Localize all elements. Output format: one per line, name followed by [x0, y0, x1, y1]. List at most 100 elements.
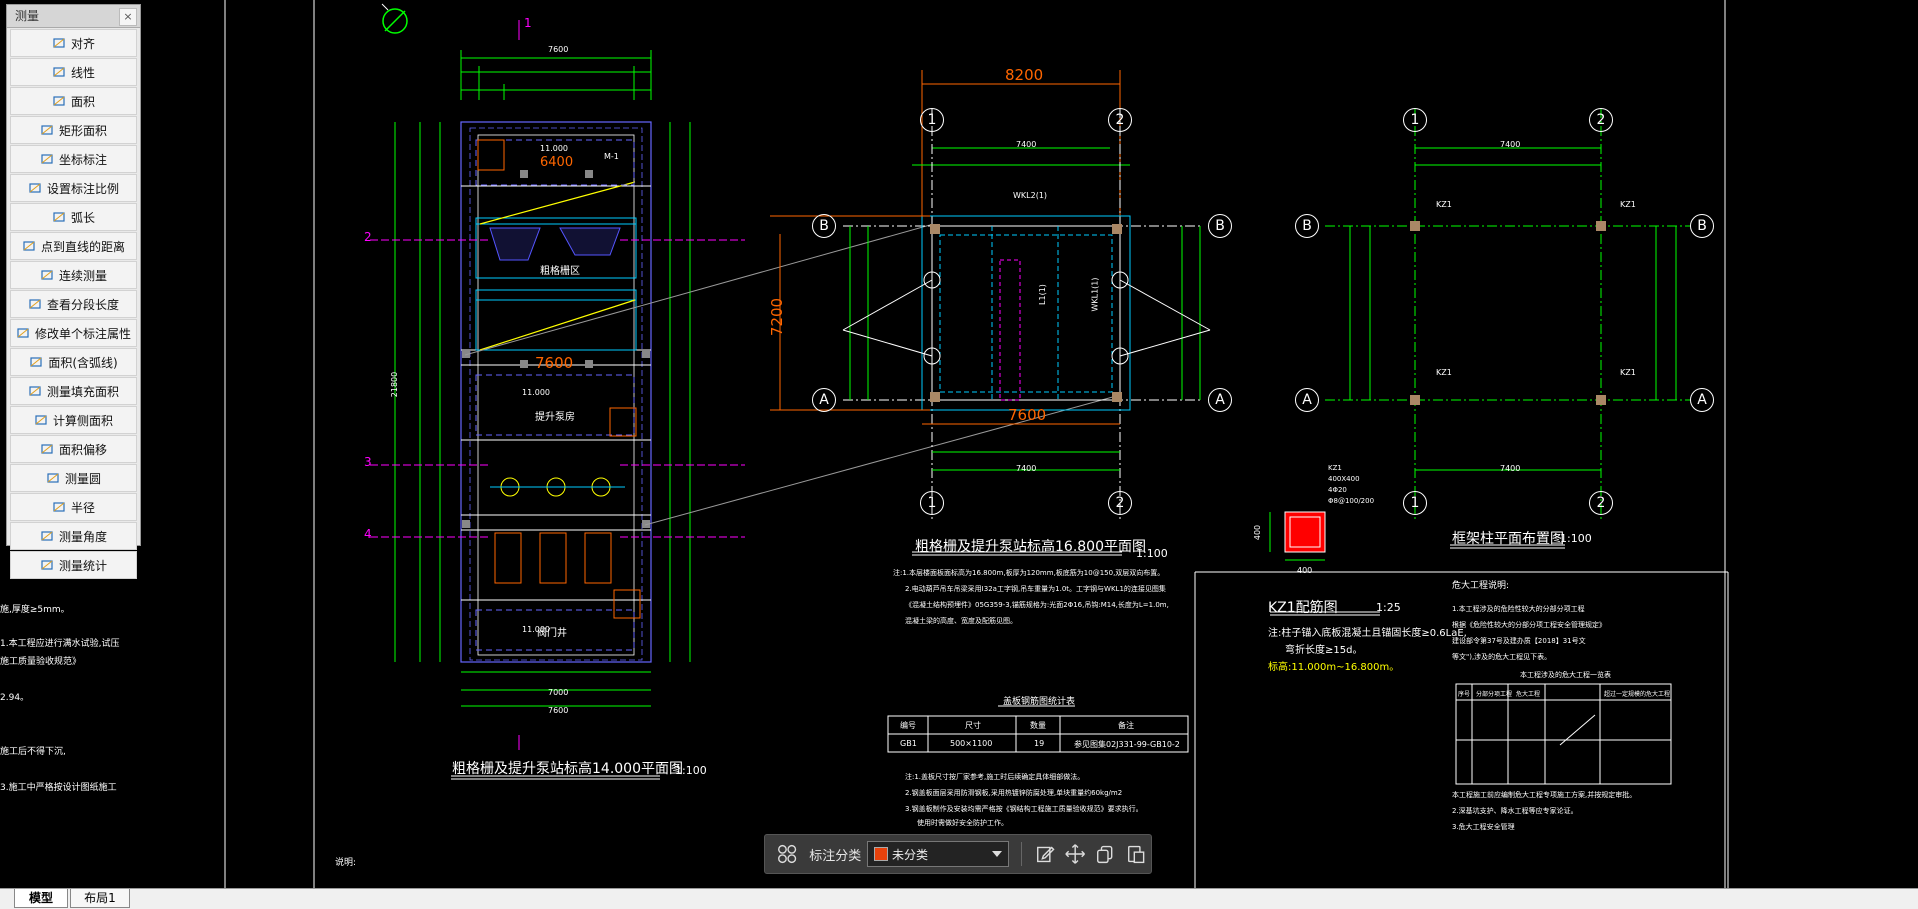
axis-bubble: B — [812, 214, 836, 238]
measure-panel-title[interactable]: 测量 × — [7, 5, 140, 28]
paste-icon[interactable] — [1125, 842, 1147, 866]
arc-area-icon — [29, 355, 43, 369]
axis-bubble: A — [812, 388, 836, 412]
copy-icon[interactable] — [1094, 842, 1116, 866]
aligned-dimension-icon — [52, 36, 66, 50]
hazard-table-header: 分部分项工程 — [1476, 691, 1513, 698]
measure-tool-0[interactable]: 对齐 — [10, 29, 137, 57]
plan1-elev: 11.000 — [540, 144, 568, 153]
coordinate-icon — [40, 152, 54, 166]
measure-tool-label: 设置标注比例 — [46, 181, 119, 196]
plan1-valve-label: 阀门井 — [537, 628, 567, 639]
measure-tool-9[interactable]: 查看分段长度 — [10, 290, 137, 318]
plan3-dim: 7400 — [1500, 140, 1521, 149]
schedule-header: 编号 — [900, 721, 916, 730]
axis-label: 4 — [364, 527, 372, 541]
plan3-title: 框架柱平面布置图 — [1452, 531, 1564, 547]
hazard-table-title: 本工程涉及的危大工程一览表 — [1520, 671, 1611, 679]
axis-bubble: A — [1208, 388, 1232, 412]
plan1-elev: 11.000 — [522, 625, 550, 634]
measure-tool-label: 测量统计 — [58, 558, 107, 573]
plan2-dim-bot: 7400 — [1016, 464, 1037, 473]
schedule-note: 注:1.盖板尺寸按厂家参考,施工时后续确定具体细部做法。 — [905, 773, 1085, 781]
plan2-scale: 1:100 — [1136, 547, 1168, 560]
chevron-down-icon — [991, 851, 1002, 857]
measure-tool-6[interactable]: 弧长 — [10, 203, 137, 231]
annotation-class-toolbar[interactable]: 标注分类 未分类 — [764, 834, 1152, 874]
measure-tool-14[interactable]: 面积偏移 — [10, 435, 137, 463]
schedule-title: 盖板钢筋图统计表 — [1003, 697, 1076, 707]
measure-tool-18[interactable]: 测量统计 — [10, 551, 137, 579]
hazard-table — [1455, 683, 1672, 785]
measure-tool-2[interactable]: 面积 — [10, 87, 137, 115]
measure-tool-13[interactable]: 计算侧面积 — [10, 406, 137, 434]
measure-tool-1[interactable]: 线性 — [10, 58, 137, 86]
tab-layout1[interactable]: 布局1 — [70, 889, 130, 908]
cad-drawing-canvas[interactable] — [0, 0, 1918, 888]
schedule-cell: GB1 — [900, 739, 917, 748]
measure-panel[interactable]: 测量 × 对齐线性面积矩形面积坐标标注设置标注比例弧长点到直线的距离连续测量查看… — [6, 4, 141, 579]
area-offset-icon — [40, 442, 54, 456]
layout-tabbar: 模型 布局1 — [0, 888, 1918, 909]
axis-bubble: B — [1295, 214, 1319, 238]
axis-bubble: A — [1295, 388, 1319, 412]
measure-tool-label: 计算侧面积 — [52, 413, 113, 428]
point-line-distance-icon — [22, 239, 36, 253]
close-icon[interactable]: × — [119, 8, 137, 26]
measure-tool-11[interactable]: 面积(含弧线) — [10, 348, 137, 376]
plan1-bottom-dim: 7000 — [548, 688, 569, 697]
axis-bubble: 2 — [1589, 108, 1613, 132]
schedule-cell: 19 — [1034, 739, 1045, 748]
hazard-table-header: 危大工程 — [1516, 691, 1541, 698]
measure-tool-label: 面积偏移 — [58, 442, 107, 457]
plan-16800 — [770, 70, 1211, 556]
measure-tool-10[interactable]: 修改单个标注属性 — [10, 319, 137, 347]
kz1-spec: Φ8@100/200 — [1328, 497, 1375, 505]
kz1-detail — [1269, 511, 1380, 616]
measure-tool-label: 面积 — [70, 94, 95, 109]
measure-tool-15[interactable]: 测量圆 — [10, 464, 137, 492]
scale-icon — [28, 181, 42, 195]
edit-icon[interactable] — [1034, 842, 1056, 866]
class-label: 标注分类 — [809, 848, 862, 864]
axis-label: 2 — [364, 230, 372, 244]
plan2-dim-top-orange: 8200 — [1005, 66, 1044, 84]
measure-tool-17[interactable]: 测量角度 — [10, 522, 137, 550]
toolbar-separator — [1020, 842, 1022, 866]
measure-tool-5[interactable]: 设置标注比例 — [10, 174, 137, 202]
axis-bubble: 1 — [1403, 108, 1427, 132]
plan1-orange-dim: 7600 — [535, 354, 574, 372]
class-select[interactable]: 未分类 — [866, 841, 1009, 867]
measure-tool-8[interactable]: 连续测量 — [10, 261, 137, 289]
plan3-kz: KZ1 — [1436, 368, 1452, 377]
statistics-icon — [40, 558, 54, 572]
kz1-spec: 4Φ20 — [1328, 486, 1347, 494]
right-notes-line: 本工程施工前应编制危大工程专项施工方案,并按规定审批。 — [1452, 791, 1637, 799]
measure-tool-label: 查看分段长度 — [46, 297, 119, 312]
measure-tool-7[interactable]: 点到直线的距离 — [10, 232, 137, 260]
edit-dimension-icon — [16, 326, 30, 340]
axis-bubble: 1 — [920, 491, 944, 515]
right-notes-line: 1.本工程涉及的危险性较大的分部分项工程 — [1452, 605, 1585, 613]
measure-tool-label: 坐标标注 — [58, 152, 107, 167]
plan2-note: 《混凝土结构预埋件》05G359-3,锚筋规格为:光面2Φ16,吊钩:M14,长… — [905, 601, 1169, 609]
measure-tool-16[interactable]: 半径 — [10, 493, 137, 521]
right-notes-line: 3.危大工程安全管理 — [1452, 823, 1515, 831]
move-icon[interactable] — [1064, 842, 1086, 866]
measure-tool-label: 线性 — [70, 65, 95, 80]
measure-tool-4[interactable]: 坐标标注 — [10, 145, 137, 173]
measure-tool-3[interactable]: 矩形面积 — [10, 116, 137, 144]
left-note: 施,厚度≥5mm。 — [0, 605, 70, 615]
axis-bubble: 2 — [1108, 108, 1132, 132]
tab-model[interactable]: 模型 — [14, 889, 68, 908]
angle-icon — [40, 529, 54, 543]
kz1-scale: 1:25 — [1376, 601, 1401, 614]
plan3-scale: 1:100 — [1560, 532, 1592, 545]
measure-tool-label: 点到直线的距离 — [40, 239, 125, 254]
schedule-note: 2.钢盖板面层采用防滑钢板,采用热镀锌防腐处理,单块重量约60kg/m2 — [905, 789, 1123, 797]
plan3-kz: KZ1 — [1620, 200, 1636, 209]
measure-tool-12[interactable]: 测量填充面积 — [10, 377, 137, 405]
left-note: 1.本工程应进行满水试验,试压 — [0, 639, 120, 649]
grid-icon[interactable] — [775, 841, 799, 867]
hazard-table-header: 超过一定规模的危大工程 — [1604, 691, 1671, 698]
